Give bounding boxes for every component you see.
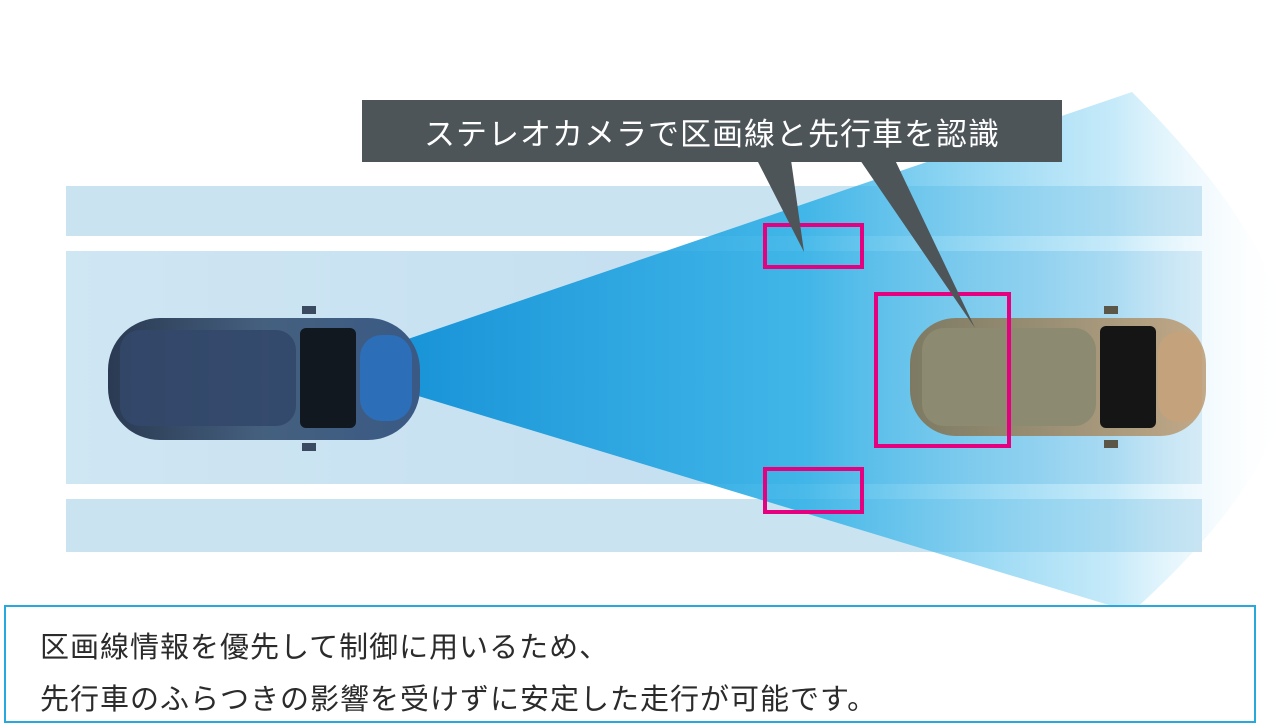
lead-car-icon [910, 306, 1206, 448]
caption-line-2: 先行車のふらつきの影響を受けずに安定した走行が可能です。 [40, 682, 878, 716]
own-car-icon [108, 306, 420, 451]
caption-line-1: 区画線情報を優先して制御に用いるため、 [40, 630, 610, 664]
caption-box: 区画線情報を優先して制御に用いるため、 先行車のふらつきの影響を受けずに安定した… [4, 605, 1256, 723]
lane-marking-detection-box-top [763, 223, 864, 269]
callout-bubble [362, 100, 1062, 328]
lane-marking-detection-box-bottom [763, 467, 864, 514]
camera-field-of-view [405, 92, 1280, 612]
lead-vehicle-detection-box [874, 292, 1011, 448]
